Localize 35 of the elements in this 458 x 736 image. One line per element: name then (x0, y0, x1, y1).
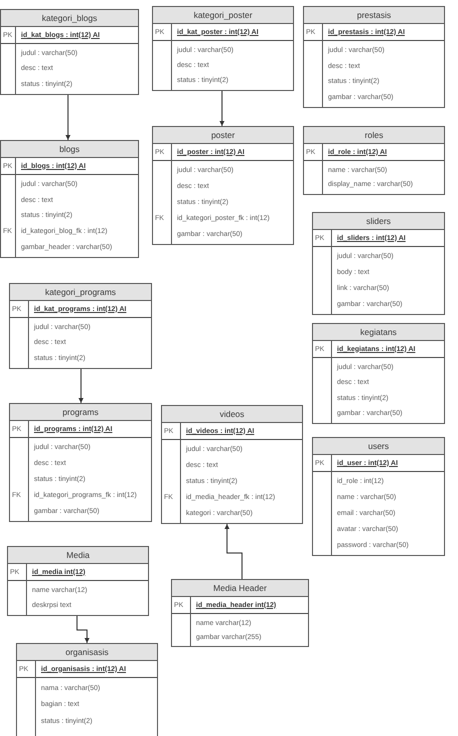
entity-table (0, 9, 139, 95)
entity-table (16, 643, 158, 736)
table-title-bar: Media (8, 547, 148, 564)
table-title-bar: kategori_blogs (1, 10, 138, 27)
table-title-bar: kegiatans (313, 324, 444, 341)
relationship-arrow (224, 524, 242, 580)
entity-table (312, 212, 445, 315)
relationship-arrow (76, 616, 90, 644)
table-title-bar: programs (10, 404, 151, 421)
entity-table (161, 405, 303, 524)
table-title-bar: Media Header (172, 580, 308, 597)
relationship-arrow (78, 368, 84, 404)
table-title-bar: kategori_poster (153, 7, 293, 24)
table-title-bar: users (313, 438, 444, 455)
entity-table (9, 403, 152, 522)
entity-table (152, 6, 294, 91)
entity-table (0, 140, 139, 258)
table-title-bar: kategori_programs (10, 284, 151, 301)
table-title-bar: organisasis (17, 644, 157, 661)
table-title-bar: videos (162, 406, 302, 423)
table-title-bar: blogs (1, 141, 138, 158)
table-title-bar: sliders (313, 213, 444, 230)
entity-table (303, 6, 445, 108)
entity-table (7, 546, 149, 616)
relationship-arrow (66, 94, 70, 140)
entity-table (9, 283, 152, 369)
relationship-arrow (220, 90, 224, 126)
entity-table (152, 126, 294, 245)
table-title-bar: prestasis (304, 7, 444, 24)
entity-table (312, 323, 445, 424)
entity-table (171, 579, 309, 647)
table-title-bar: poster (153, 127, 293, 144)
entity-table (303, 126, 445, 195)
entity-table (312, 437, 445, 556)
table-title-bar: roles (304, 127, 444, 144)
